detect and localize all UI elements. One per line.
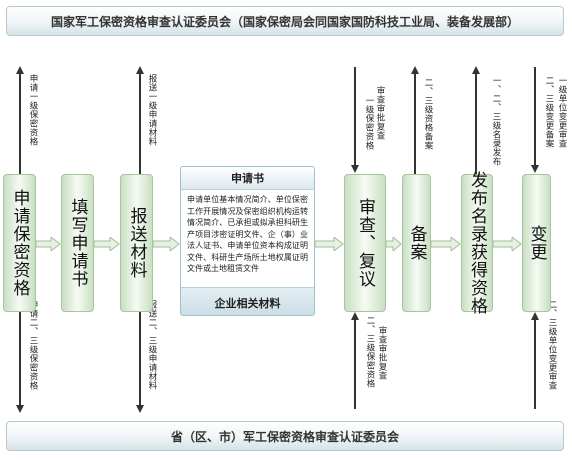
enterprise-materials-label: 企业相关材料 [181,287,314,315]
flow-arrow-3 [153,237,180,251]
review-top-arrowhead [351,165,359,173]
flow-arrow-6 [431,237,461,251]
change-bottom-arrowhead [531,312,539,320]
step-fill-label: 填写申请书 [67,198,88,288]
step-publish-label: 发布名录获得资格 [467,171,487,315]
provincial-committee-banner: 省（区、市）军工保密资格审查认证委员会 [6,421,564,451]
record-up-arrowhead [411,66,419,74]
apply-up-line [19,73,21,174]
publish-up-arrowhead [472,66,480,74]
submit-up-arrowhead [136,66,144,74]
national-committee-title: 国家军工保密资格审查认证委员会（国家保密局会同国家国防科技工业局、装备发展部） [50,14,519,29]
step-change-label: 变更 [526,225,547,261]
step-review-label: 审查、复议 [355,198,375,288]
annotation-apply-bottom: 申请二、三级保密资格 [28,300,38,390]
step-apply: 申请保密资格 [3,174,36,312]
annotation-publish-top: 一、二、三级名录发布 [491,76,501,166]
review-bottom-arrowhead [351,312,359,320]
step-fill: 填写申请书 [61,174,94,312]
step-apply-label: 申请保密资格 [9,189,30,297]
review-bottom-line [354,319,356,409]
annotation-change-top-b: 二、三级变更备案 [544,76,554,148]
flow-arrow-5 [386,237,402,251]
step-record: 备案 [402,174,431,312]
annotation-review-top-b: 一级保密资格 [364,96,374,150]
flow-arrow-2 [94,237,120,251]
flow-arrow-1 [36,237,61,251]
change-top-line [534,67,536,167]
annotation-review-top-a: 审查审批复查 [375,86,385,140]
review-top-line [354,67,356,167]
annotation-submit-bottom: 报送二、三级申请材料 [147,300,157,390]
step-submit-label: 报送材料 [126,207,147,279]
national-committee-banner: 国家军工保密资格审查认证委员会（国家保密局会同国家国防科技工业局、装备发展部） [6,6,564,36]
annotation-change-bottom: 二、三级单位变更审查 [547,300,557,390]
flow-arrow-7 [493,237,522,251]
application-document-title: 申请书 [181,167,314,190]
application-document-content: 申请单位基本情况简介、单位保密工作开展情况及保密组织机构运转情况简介、已承担或拟… [181,190,314,287]
publish-up-line [475,73,477,174]
flow-arrow-4 [315,237,344,251]
annotation-apply-top: 申请一级保密资格 [28,74,38,146]
record-up-line [414,73,416,174]
apply-down-arrowhead [16,405,24,413]
provincial-committee-title: 省（区、市）军工保密资格审查认证委员会 [170,429,399,444]
annotation-review-bottom-a: 审查审批复查 [377,326,387,380]
step-record-label: 备案 [406,225,427,261]
submit-down-arrowhead [136,405,144,413]
application-document: 申请书 申请单位基本情况简介、单位保密工作开展情况及保密组织机构运转情况简介、已… [180,166,315,316]
apply-up-arrowhead [16,66,24,74]
annotation-submit-top: 报送一级申请材料 [147,74,157,146]
annotation-record-top: 二、三级资格备案 [423,78,433,150]
step-submit: 报送材料 [120,174,153,312]
submit-up-line [139,73,141,174]
submit-down-line [139,312,141,407]
step-publish: 发布名录获得资格 [461,171,493,315]
step-change: 变更 [522,174,551,312]
apply-down-line [19,312,21,407]
change-top-arrowhead [531,165,539,173]
annotation-change-top-a: 一级单位变更审查 [557,76,567,148]
change-bottom-line [534,319,536,409]
step-review: 审查、复议 [344,174,386,312]
annotation-review-bottom-b: 二、三级保密资格 [365,316,375,388]
